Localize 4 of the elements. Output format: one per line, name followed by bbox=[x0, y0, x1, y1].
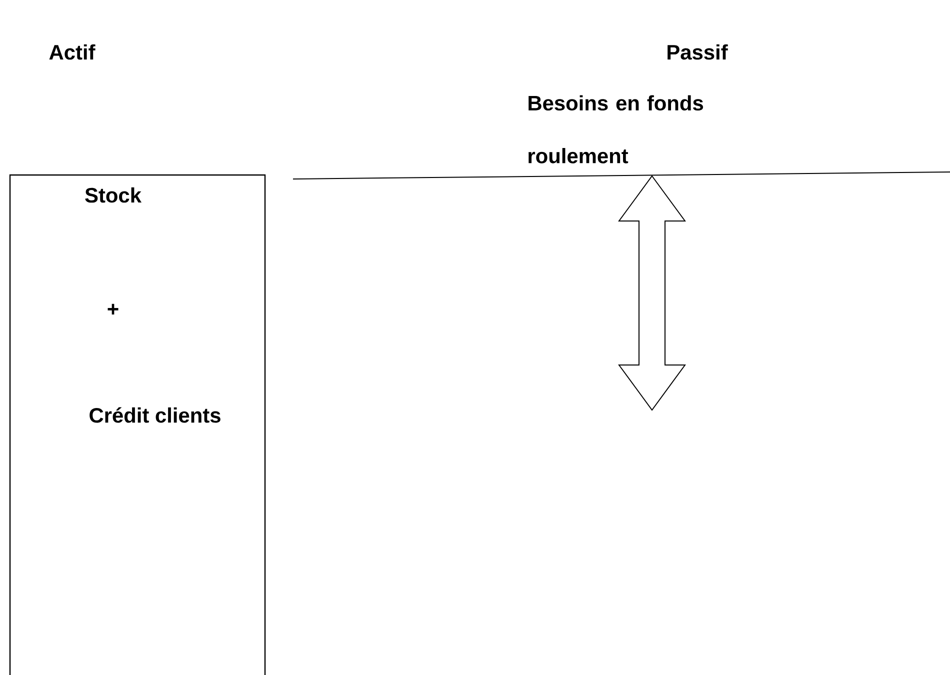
column-heading: Actif bbox=[49, 44, 96, 60]
heading-text: Besoins en fonds roulement bbox=[528, 95, 704, 164]
column-heading: Passif bbox=[668, 44, 728, 60]
column-box: Stock + Crédit clients bbox=[9, 174, 266, 675]
